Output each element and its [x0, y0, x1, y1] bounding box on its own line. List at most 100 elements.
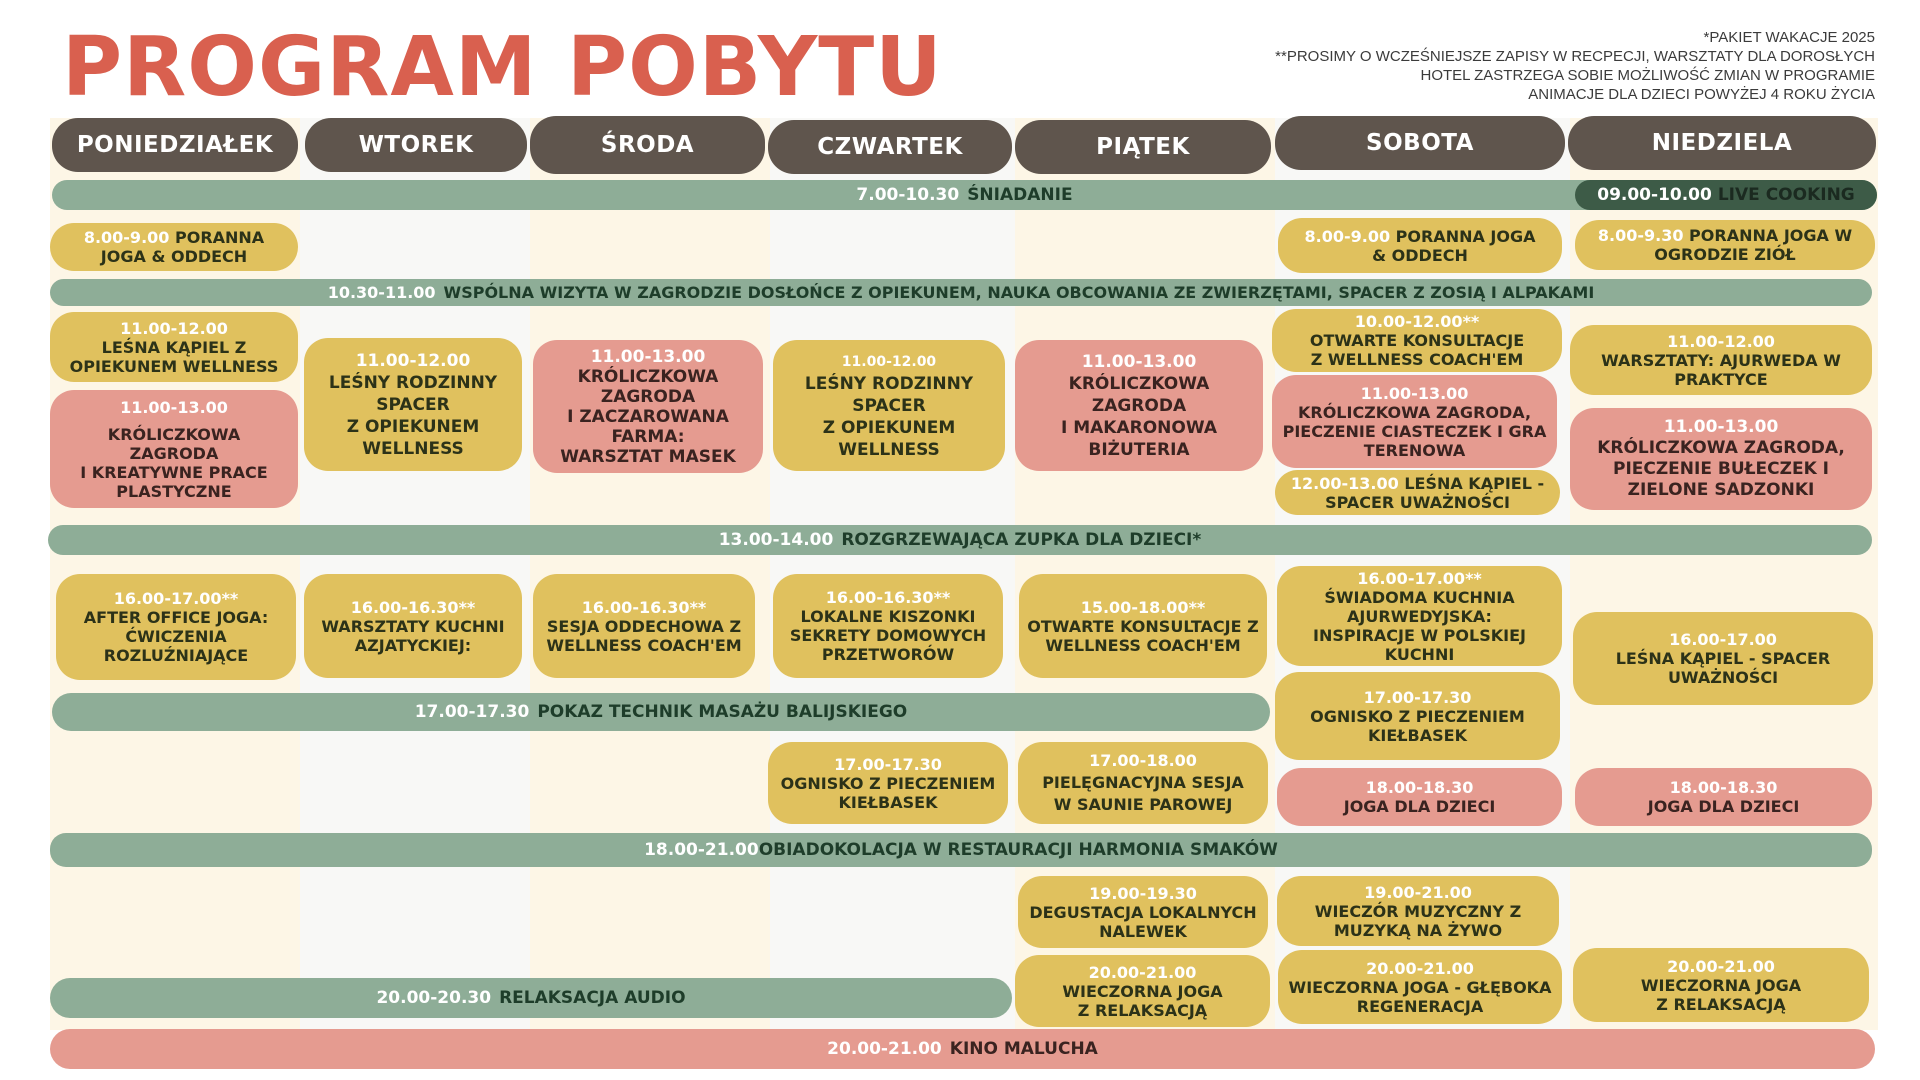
card-line: ROZLUŹNIAJĄCE — [103, 646, 249, 665]
card-line: MUZYKĄ NA ŻYWO — [1333, 920, 1503, 940]
band-dinner: 18.00-21.00 OBIADOKOLACJA W RESTAURACJI … — [50, 833, 1872, 867]
notes: *PAKIET WAKACJE 2025 **PROSIMY O WCZEŚNI… — [1275, 28, 1875, 104]
activity-card: 16.00-17.00 LEŚNA KĄPIEL - SPACER UWAŻNO… — [1573, 612, 1873, 705]
card-line: WELLNESS COACH'EM — [546, 635, 742, 655]
card-line: Z WELLNESS COACH'EM — [1310, 350, 1524, 369]
activity-card: 10.00-12.00** OTWARTE KONSULTACJE Z WELL… — [1272, 309, 1562, 372]
card-line: W SAUNIE PAROWEJ — [1053, 795, 1233, 814]
card-time: 18.00-18.30 — [1669, 778, 1778, 797]
card-time: 11.00-13.00 — [1663, 417, 1779, 437]
band-label: LIVE COOKING — [1717, 185, 1855, 205]
card-line: PIELĘGNACYJNA SESJA — [1042, 773, 1244, 792]
card-line: AJURWEDYJSKA: — [1347, 606, 1492, 626]
note-line: *PAKIET WAKACJE 2025 — [1703, 29, 1875, 46]
card-line: WIECZÓR MUZYCZNY Z — [1314, 901, 1522, 921]
activity-card: 11.00-13.00 KRÓLICZKOWA ZAGRODA I KREATY… — [50, 390, 298, 508]
card-line: & ODDECH — [1372, 245, 1468, 265]
card-time: 11.00-12.00 — [1667, 331, 1775, 351]
card-time: 8.00-9.00 — [83, 228, 170, 247]
card-time: 12.00-13.00 — [1290, 473, 1399, 493]
activity-card: 11.00-13.00 KRÓLICZKOWA ZAGRODA, PIECZEN… — [1570, 408, 1872, 510]
activity-card: 11.00-13.00 KRÓLICZKOWA ZAGRODA I ZACZAR… — [533, 340, 763, 473]
card-line: ZAGRODA — [129, 443, 219, 463]
card-line: OGRODZIE ZIÓŁ — [1654, 245, 1796, 264]
card-line: AZJATYCKIEJ: — [354, 635, 472, 655]
card-line: FARMA: — [611, 426, 685, 447]
activity-card: 20.00-21.00 WIECZORNA JOGA Z RELAKSACJĄ — [1573, 948, 1869, 1022]
card-time: 10.00-12.00** — [1354, 312, 1480, 331]
note-line: **PROSIMY O WCZEŚNIEJSZE ZAPISY W RECPEC… — [1275, 48, 1875, 65]
activity-card: 16.00-16.30** LOKALNE KISZONKI SEKRETY D… — [773, 574, 1003, 678]
card-line: PIECZENIE CIASTECZEK I GRA — [1282, 421, 1547, 441]
card-time: 17.00-17.30 — [1363, 687, 1472, 707]
card-time: 11.00-13.00 — [1081, 351, 1197, 372]
card-line: PRZETWORÓW — [821, 645, 955, 664]
card-line: AFTER OFFICE JOGA: — [83, 608, 269, 627]
card-time: 16.00-16.30** — [350, 597, 476, 617]
card-time: 17.00-17.30 — [834, 754, 942, 774]
card-time: 19.00-21.00 — [1364, 882, 1472, 902]
band-label: RELAKSACJA AUDIO — [499, 988, 686, 1008]
card-line: JOGA DLA DZIECI — [1343, 797, 1496, 816]
band-time: 09.00-10.00 — [1597, 185, 1712, 205]
card-line: JOGA & ODDECH — [100, 247, 248, 266]
band-label: ŚNIADANIE — [967, 185, 1073, 205]
band-label: KINO MALUCHA — [949, 1039, 1098, 1059]
activity-card: 19.00-21.00 WIECZÓR MUZYCZNY Z MUZYKĄ NA… — [1277, 876, 1559, 946]
card-time: 11.00-12.00 — [355, 350, 471, 371]
card-line: UWAŻNOŚCI — [1667, 668, 1779, 687]
card-time: 19.00-19.30 — [1089, 883, 1197, 903]
activity-card: 12.00-13.00 LEŚNA KĄPIEL - SPACER UWAŻNO… — [1275, 470, 1560, 515]
day-header-czwartek: CZWARTEK — [768, 120, 1012, 174]
card-line: I MAKARONOWA — [1060, 417, 1217, 438]
card-line: OGNISKO Z PIECZENIEM — [780, 773, 996, 793]
activity-card: 20.00-21.00 WIECZORNA JOGA Z RELAKSACJĄ — [1015, 955, 1270, 1027]
activity-card: 8.00-9.00 PORANNA JOGA & ODDECH — [1278, 218, 1562, 273]
card-line: PLASTYCZNE — [116, 481, 232, 501]
card-time: 20.00-21.00 — [1088, 962, 1197, 982]
card-line: KRÓLICZKOWA — [1068, 373, 1210, 394]
card-line: OTWARTE KONSULTACJE Z — [1027, 616, 1259, 636]
note-line: HOTEL ZASTRZEGA SOBIE MOŻLIWOŚĆ ZMIAN W … — [1420, 67, 1875, 84]
activity-card: 11.00-12.00 LEŚNY RODZINNY SPACER Z OPIE… — [773, 340, 1005, 471]
card-line: TERENOWA — [1363, 440, 1466, 460]
card-line: WARSZTAT MASEK — [560, 446, 736, 467]
card-line: OTWARTE KONSULTACJE — [1309, 331, 1525, 350]
band-time: 20.00-21.00 — [827, 1039, 942, 1059]
day-header-sobota: SOBOTA — [1275, 116, 1565, 170]
card-time: 8.00-9.00 — [1304, 226, 1391, 246]
day-header-sroda: ŚRODA — [530, 116, 765, 174]
card-line: PORANNA JOGA — [1395, 226, 1536, 246]
card-line: I ZACZAROWANA — [567, 406, 729, 427]
card-line: ŚWIADOMA KUCHNIA — [1324, 587, 1515, 607]
card-line: WELLNESS COACH'EM — [1045, 635, 1241, 655]
band-label: OBIADOKOLACJA W RESTAURACJI HARMONIA SMA… — [758, 840, 1278, 860]
activity-card: 18.00-18.30 JOGA DLA DZIECI — [1277, 768, 1562, 826]
card-line: BIŻUTERIA — [1088, 439, 1190, 460]
card-line: LOKALNE KISZONKI — [800, 607, 976, 626]
card-line: KRÓLICZKOWA ZAGRODA, — [1597, 438, 1845, 458]
band-massage: 17.00-17.30 POKAZ TECHNIK MASAŻU BALIJSK… — [52, 693, 1270, 731]
card-time: 16.00-16.30** — [825, 588, 951, 607]
activity-card: 8.00-9.00 PORANNA JOGA & ODDECH — [50, 223, 298, 271]
card-line: KRÓLICZKOWA — [107, 424, 241, 444]
day-header-poniedzialek: PONIEDZIAŁEK — [52, 118, 298, 172]
card-time: 17.00-18.00 — [1089, 751, 1197, 770]
card-line: DEGUSTACJA LOKALNYCH — [1029, 902, 1257, 922]
card-line: OGNISKO Z PIECZENIEM — [1310, 706, 1525, 726]
card-line: SPACER UWAŻNOŚCI — [1325, 492, 1510, 512]
card-line: ZAGRODA — [1091, 395, 1187, 416]
card-line: Z RELAKSACJĄ — [1656, 994, 1786, 1014]
band-breakfast: 7.00-10.30 ŚNIADANIE — [52, 180, 1877, 210]
card-line: WELLNESS — [362, 438, 464, 459]
band-time: 7.00-10.30 — [856, 185, 960, 205]
card-time: 16.00-16.30** — [581, 597, 707, 617]
activity-card: 17.00-17.30 OGNISKO Z PIECZENIEM KIEŁBAS… — [768, 742, 1008, 824]
card-line: INSPIRACJE W POLSKIEJ — [1313, 625, 1526, 645]
card-line: Z RELAKSACJĄ — [1077, 1000, 1208, 1020]
band-time: 13.00-14.00 — [718, 530, 834, 550]
card-time: 18.00-18.30 — [1365, 778, 1474, 797]
card-time: 8.00-9.30 — [1597, 226, 1684, 245]
card-line: SPACER — [376, 394, 450, 415]
card-line: SPACER — [852, 395, 926, 416]
